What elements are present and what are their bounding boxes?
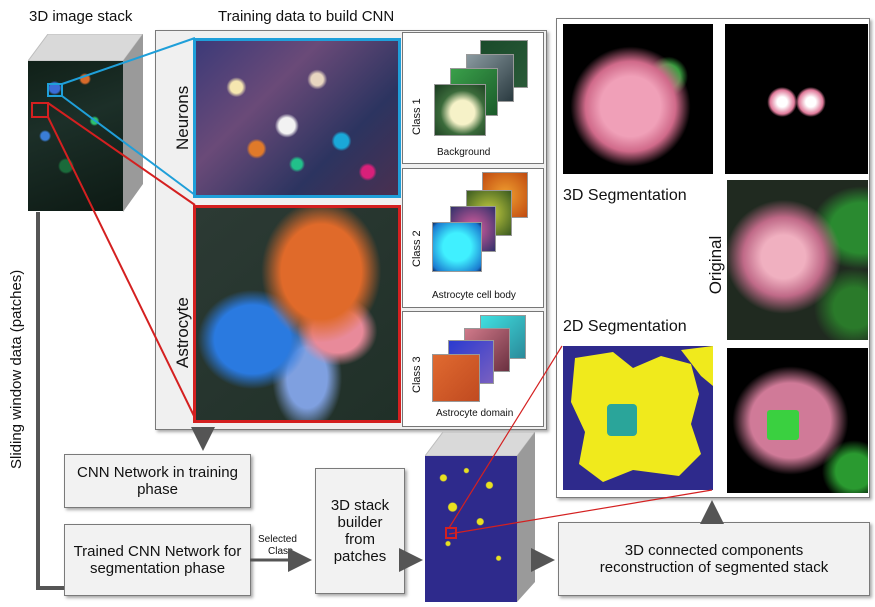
- class-label: Class: [268, 546, 294, 557]
- caption-domain: Astrocyte domain: [436, 408, 514, 419]
- caption-cell-body: Astrocyte cell body: [432, 290, 516, 301]
- connected-components-text: 3D connected components reconstruction o…: [599, 542, 829, 576]
- overlay-image: [727, 348, 868, 493]
- selected-label: Selected: [258, 534, 297, 545]
- cnn-training-text: CNN Network in training phase: [77, 464, 238, 498]
- seg2d-label: 2D Segmentation: [563, 318, 687, 335]
- seg3d-render-right: [725, 24, 868, 174]
- stack-builder-box: 3D stack builder from patches: [315, 468, 405, 594]
- cnn-training-box: CNN Network in training phase: [64, 454, 251, 508]
- class1-label: Class 1: [411, 98, 423, 135]
- image-stack-3d: [27, 33, 144, 214]
- overlay-segment: [767, 410, 799, 440]
- class2-label: Class 2: [411, 230, 423, 267]
- seg2d-map: [563, 346, 713, 490]
- seg3d-label: 3D Segmentation: [563, 187, 687, 204]
- training-title: Training data to build CNN: [218, 8, 395, 25]
- segmented-stack-3d: [424, 431, 536, 602]
- neurons-label: Neurons: [173, 85, 192, 150]
- class3-label: Class 3: [411, 356, 423, 393]
- stack-zoom-marker: [445, 527, 457, 539]
- caption-background: Background: [437, 147, 491, 158]
- class3-patch: [432, 354, 480, 402]
- class2-patch: [432, 222, 482, 272]
- connected-components-box: 3D connected components reconstruction o…: [558, 522, 870, 596]
- trained-cnn-text: Trained CNN Network for segmentation pha…: [73, 543, 242, 577]
- stack-builder-text: 3D stack builder from patches: [330, 497, 390, 565]
- original-label: Original: [706, 235, 725, 295]
- astrocyte-label: Astrocyte: [173, 297, 192, 368]
- astrocyte-image: [193, 205, 401, 423]
- trained-cnn-box: Trained CNN Network for segmentation pha…: [64, 524, 251, 596]
- stack-title: 3D image stack: [29, 8, 133, 25]
- class1-patch: [434, 84, 486, 136]
- sliding-window-label: Sliding window data (patches): [8, 269, 25, 469]
- original-image: [727, 180, 868, 340]
- neurons-image: [193, 38, 401, 198]
- seg3d-render-left: [563, 24, 713, 174]
